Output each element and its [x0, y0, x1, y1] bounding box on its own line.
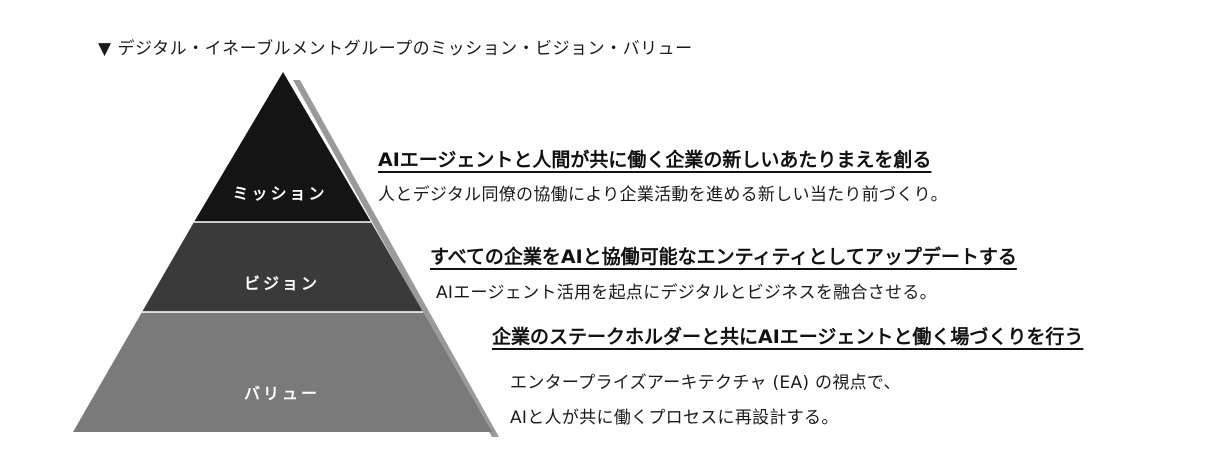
vision-heading: すべての企業をAIと協働可能なエンティティとしてアップデートする [430, 246, 1017, 268]
pyramid-tier-value [73, 312, 492, 432]
mission-label: ミッション [232, 184, 328, 203]
pyramid-tier-vision [142, 222, 423, 312]
vision-label: ビジョン [243, 274, 321, 293]
pyramid-shadow [293, 80, 499, 437]
mission-description: 人とデジタル同僚の協働により企業活動を進める新しい当たり前づくり。 [378, 185, 948, 205]
vision-description: AIエージェント活用を起点にデジタルとビジネスを融合させる。 [436, 283, 937, 303]
mission-heading: AIエージェントと人間が共に働く企業の新しいあたりまえを創る [378, 149, 932, 171]
value-description-line-2: AIと人が共に働くプロセスに再設計する。 [510, 408, 839, 428]
pyramid-tier-mission [194, 72, 371, 222]
value-heading: 企業のステークホルダーと共にAIエージェントと働く場づくりを行う [492, 326, 1084, 348]
page-title: ▼ デジタル・イネーブルメントグループのミッション・ビジョン・バリュー [98, 39, 693, 59]
value-label: バリュー [243, 384, 321, 403]
value-description-line-1: エンタープライズアーキテクチャ (EA) の視点で、 [510, 373, 901, 393]
